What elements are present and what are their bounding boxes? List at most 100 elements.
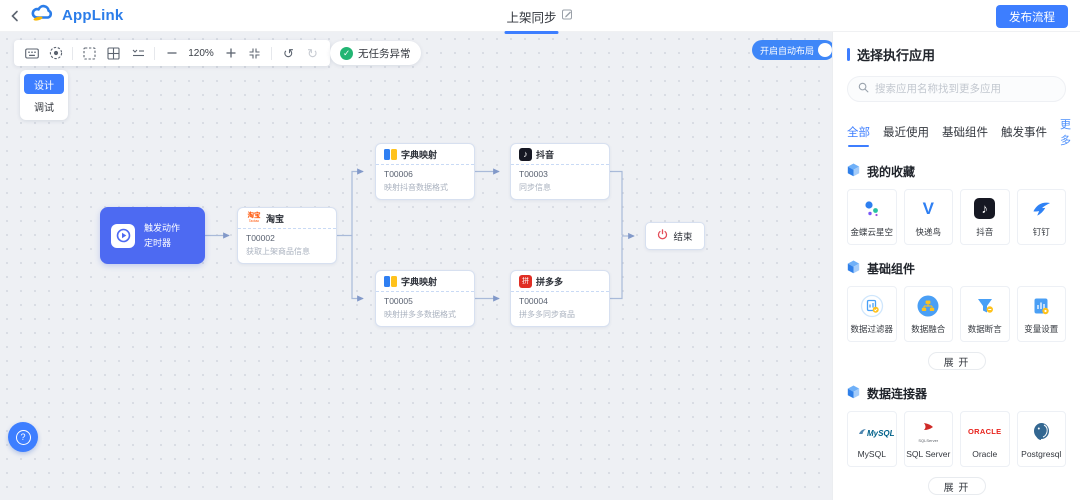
section-connectors-header: 数据连接器 xyxy=(847,385,1066,402)
component-tile-data-filter[interactable]: 数据过滤器 xyxy=(847,286,897,342)
grid-view-icon[interactable] xyxy=(106,46,121,61)
component-tile-data-merge[interactable]: 数据融合 xyxy=(903,286,953,342)
kingdee-icon xyxy=(861,197,883,221)
panel-title-row: 选择执行应用 xyxy=(847,45,1066,64)
app-label: 快递鸟 xyxy=(915,226,941,237)
node-pinduoduo[interactable]: 拼 拼多多 T00004 拼多多同步商品 xyxy=(510,270,610,327)
component-label: 数据断言 xyxy=(967,323,1002,334)
app-search-box[interactable] xyxy=(847,76,1066,102)
app-label: 金蝶云星空 xyxy=(850,226,893,237)
taobao-icon: 淘宝 Taobao xyxy=(247,212,261,223)
dict-map-icon xyxy=(384,275,397,287)
status-text: 无任务异常 xyxy=(358,47,411,60)
tab-more[interactable]: 更多 xyxy=(1060,119,1071,147)
node-taobao[interactable]: 淘宝 Taobao 淘宝 T00002 获取上架商品信息 xyxy=(237,207,337,264)
data-merge-icon xyxy=(916,294,940,318)
expand-components-button[interactable]: 展 开 xyxy=(927,352,986,370)
node-title: 抖音 xyxy=(536,149,555,160)
app-header: AppLink 上架同步 发布流程 xyxy=(0,0,1080,35)
node-id: T00003 xyxy=(519,169,548,179)
flow-canvas[interactable]: 120% ↺ ↻ ✓ 无任务异常 开启自动布局 设计 调试 触发动作 定时器 xyxy=(0,32,832,500)
douyin-icon: ♪ xyxy=(974,197,996,221)
connectors-grid: MySQL MySQL SQLServer SQL Server ORACLE … xyxy=(847,411,1066,467)
node-dict-map-pdd[interactable]: 字典映射 T00005 映射拼多多数据格式 xyxy=(375,270,475,327)
data-filter-icon xyxy=(860,294,884,318)
auto-layout-toggle[interactable]: 开启自动布局 xyxy=(752,40,832,60)
douyin-icon: ♪ xyxy=(519,147,532,161)
node-title: 拼多多 xyxy=(536,276,564,287)
toggle-knob xyxy=(818,43,832,57)
node-id: T00004 xyxy=(519,296,548,306)
cube-icon xyxy=(847,163,860,180)
back-button[interactable] xyxy=(0,0,30,32)
node-douyin[interactable]: ♪ 抖音 T00003 同步信息 xyxy=(510,143,610,200)
components-grid: 数据过滤器 数据融合 数据断言 变量设置 xyxy=(847,286,1066,342)
app-tile-kuaidiniao[interactable]: V 快递鸟 xyxy=(903,189,953,245)
toolbar-divider xyxy=(72,46,73,60)
panel-title: 选择执行应用 xyxy=(857,48,936,63)
publish-flow-button[interactable]: 发布流程 xyxy=(996,5,1068,28)
help-button[interactable]: ? xyxy=(8,422,38,452)
component-label: 数据过滤器 xyxy=(850,323,893,334)
component-label: 变量设置 xyxy=(1024,323,1059,334)
collapse-list-icon[interactable] xyxy=(130,46,145,61)
search-input[interactable] xyxy=(875,83,1055,95)
search-icon xyxy=(858,80,869,98)
app-label: 钉钉 xyxy=(1032,226,1050,237)
dict-map-icon xyxy=(384,148,397,160)
zoom-out-icon[interactable] xyxy=(164,46,179,61)
tab-debug[interactable]: 调试 xyxy=(34,102,54,114)
canvas-toolbar: 120% ↺ ↻ xyxy=(14,40,330,66)
tab-recent[interactable]: 最近使用 xyxy=(883,127,929,139)
tab-design[interactable]: 设计 xyxy=(24,74,64,94)
node-dict-map-douyin[interactable]: 字典映射 T00006 映射抖音数据格式 xyxy=(375,143,475,200)
expand-connectors-button[interactable]: 展 开 xyxy=(927,477,986,495)
undo-icon[interactable]: ↺ xyxy=(283,45,294,61)
connector-tile-mysql[interactable]: MySQL MySQL xyxy=(847,411,897,467)
connector-label: Postgresql xyxy=(1021,448,1062,459)
postgresql-logo-icon xyxy=(1032,420,1051,444)
document-title: 上架同步 xyxy=(504,0,559,35)
marquee-select-icon[interactable] xyxy=(82,46,97,61)
tab-basic-components[interactable]: 基础组件 xyxy=(942,127,988,139)
app-tile-kingdee[interactable]: 金蝶云星空 xyxy=(847,189,897,245)
trigger-node-text: 触发动作 定时器 xyxy=(144,221,180,251)
question-icon: ? xyxy=(15,429,31,445)
tab-trigger-events[interactable]: 触发事件 xyxy=(1001,127,1047,139)
component-tile-variable-set[interactable]: 变量设置 xyxy=(1016,286,1066,342)
node-id: T00005 xyxy=(384,296,413,306)
cube-icon xyxy=(847,385,860,402)
redo-icon[interactable]: ↻ xyxy=(307,45,318,61)
section-favorites-header: 我的收藏 xyxy=(847,163,1066,180)
section-title: 我的收藏 xyxy=(867,165,916,179)
node-title: 字典映射 xyxy=(401,149,438,160)
component-tile-data-assert[interactable]: 数据断言 xyxy=(960,286,1010,342)
data-assert-icon xyxy=(973,294,997,318)
node-trigger-timer[interactable]: 触发动作 定时器 xyxy=(100,207,205,264)
node-desc: 拼多多同步商品 xyxy=(519,310,575,319)
zoom-level[interactable]: 120% xyxy=(188,47,214,59)
zoom-in-icon[interactable] xyxy=(223,46,238,61)
toolbar-divider xyxy=(154,46,155,60)
title-accent-bar xyxy=(847,48,850,61)
node-end[interactable]: 结束 xyxy=(645,222,705,250)
section-title: 数据连接器 xyxy=(867,387,928,401)
fit-view-icon[interactable] xyxy=(247,46,262,61)
node-header: 淘宝 Taobao 淘宝 xyxy=(238,208,336,229)
toolbar-divider xyxy=(271,46,272,60)
connector-tile-postgresql[interactable]: Postgresql xyxy=(1016,411,1066,467)
shortcut-keys-icon[interactable] xyxy=(24,46,39,61)
app-tile-dingtalk[interactable]: 钉钉 xyxy=(1016,189,1066,245)
trigger-line1: 触发动作 xyxy=(144,222,181,233)
oracle-logo-icon: ORACLE xyxy=(968,427,1002,436)
connector-label: MySQL xyxy=(857,448,886,459)
edit-title-icon[interactable] xyxy=(562,7,574,25)
task-status-badge[interactable]: ✓ 无任务异常 xyxy=(330,41,421,65)
node-desc: 映射抖音数据格式 xyxy=(384,183,448,192)
tab-all[interactable]: 全部 xyxy=(847,124,870,147)
locate-center-icon[interactable] xyxy=(48,46,63,61)
connector-tile-oracle[interactable]: ORACLE Oracle xyxy=(960,411,1010,467)
app-logo[interactable]: AppLink xyxy=(30,4,123,27)
connector-tile-sqlserver[interactable]: SQLServer SQL Server xyxy=(903,411,953,467)
app-tile-douyin[interactable]: ♪ 抖音 xyxy=(960,189,1010,245)
